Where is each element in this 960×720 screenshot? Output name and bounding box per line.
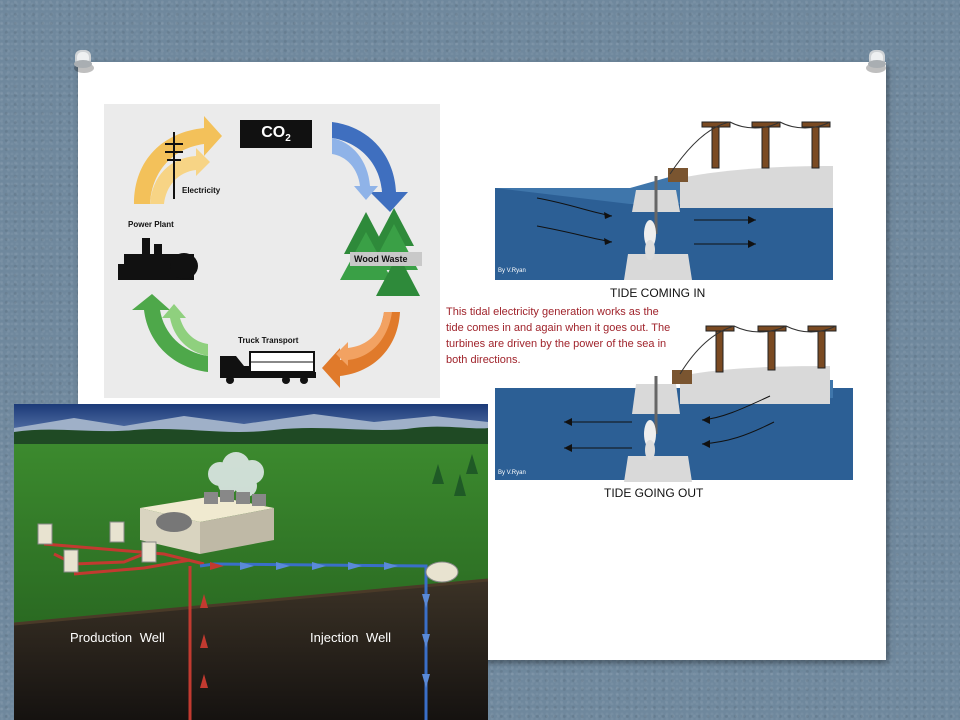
credit-top: By V.Ryan <box>498 268 526 274</box>
steam-icon <box>208 452 264 497</box>
pylon-icon <box>701 121 831 169</box>
pushpin-icon <box>866 50 886 73</box>
wood-waste-label: Wood Waste <box>354 254 408 264</box>
trees-icon <box>340 208 422 296</box>
pushpin-icon <box>74 50 94 73</box>
credit-bottom: By V.Ryan <box>498 470 526 476</box>
production-well-label: Production Well <box>70 630 165 645</box>
truck-icon <box>220 351 316 384</box>
trees-icon <box>432 454 478 496</box>
injection-well-label: Injection Well <box>310 630 392 645</box>
power-plant-icon <box>118 238 198 280</box>
truck-transport-label: Truck Transport <box>238 336 299 345</box>
biomass-cycle-diagram: CO2 Electricity Power Plant Wood Waste T… <box>104 104 440 398</box>
pylon-icon <box>705 325 837 373</box>
tide-in-scene <box>495 121 833 280</box>
tidal-description: This tidal electricity generation works … <box>446 306 671 366</box>
truck-to-plant-arrow-icon <box>132 294 208 372</box>
co2-text: CO <box>261 124 286 141</box>
tidal-diagram: By V.Ryan TIDE COMING IN This tidal elec… <box>440 104 858 520</box>
tide-going-out-label: TIDE GOING OUT <box>604 486 704 500</box>
electricity-arrow-icon <box>134 116 222 204</box>
co2-subscript: 2 <box>285 133 291 145</box>
flow-arrows-icon <box>200 562 430 688</box>
electricity-label: Electricity <box>182 186 221 195</box>
power-plant-label: Power Plant <box>128 220 174 229</box>
power-pole-icon <box>165 132 183 199</box>
well-tank-icon <box>37 521 459 583</box>
power-plant-building-icon <box>140 490 274 554</box>
co2-to-trees-arrow-icon <box>332 122 408 212</box>
geothermal-diagram: Production Well Injection Well <box>14 404 488 720</box>
co2-label: CO2 <box>240 124 312 144</box>
wood-to-truck-arrow-icon <box>322 312 400 388</box>
co2-box <box>240 120 312 148</box>
pipe-network-icon <box>43 542 205 720</box>
tide-coming-in-label: TIDE COMING IN <box>610 286 706 300</box>
tide-out-scene <box>495 325 853 482</box>
